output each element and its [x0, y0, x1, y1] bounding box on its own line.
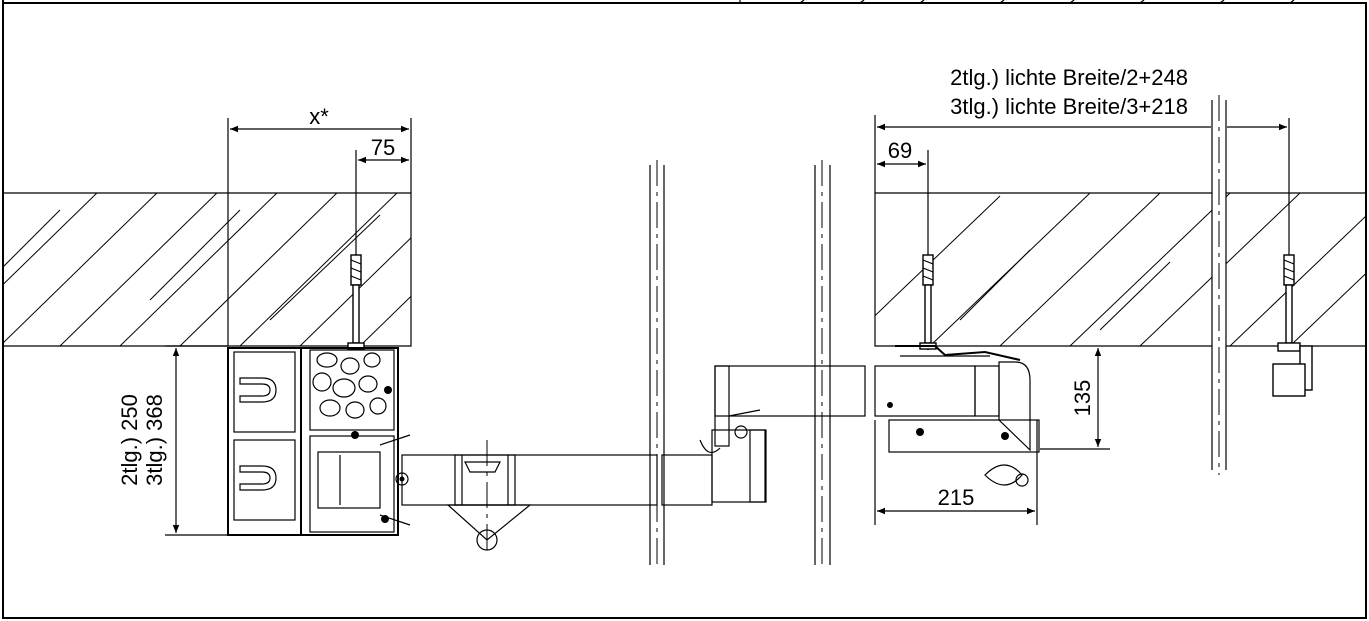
centre-lines [649, 95, 1220, 570]
guide-rail-arm [401, 440, 713, 555]
anchor-bolts [347, 254, 1313, 397]
right-wall-section [874, 100, 1365, 470]
dim-215: 215 [938, 485, 975, 510]
guide-profile-right [874, 345, 1040, 487]
middle-guide-profile [699, 365, 866, 503]
anchor-right [919, 254, 937, 350]
dim-height-3tlg: 3tlg.) 368 [142, 394, 167, 486]
anchor-far-right [1272, 254, 1313, 397]
dimension-lines [165, 115, 1290, 536]
dim-x-star: x* [309, 104, 329, 129]
dim-75: 75 [371, 135, 395, 160]
dim-135: 135 [1070, 380, 1095, 417]
dim-69: 69 [888, 138, 912, 163]
dim-height-2tlg: 2tlg.) 250 [117, 394, 142, 486]
shutter-box-left [227, 347, 411, 536]
dim-clear-width-2tlg: 2tlg.) lichte Breite/2+248 [950, 65, 1188, 90]
dimension-labels: x* 75 2tlg.) lichte Breite/2+248 3tlg.) … [117, 65, 1188, 510]
left-wall-section [4, 192, 412, 347]
dim-clear-width-3tlg: 3tlg.) lichte Breite/3+218 [950, 94, 1188, 119]
anchor-left [347, 254, 365, 350]
